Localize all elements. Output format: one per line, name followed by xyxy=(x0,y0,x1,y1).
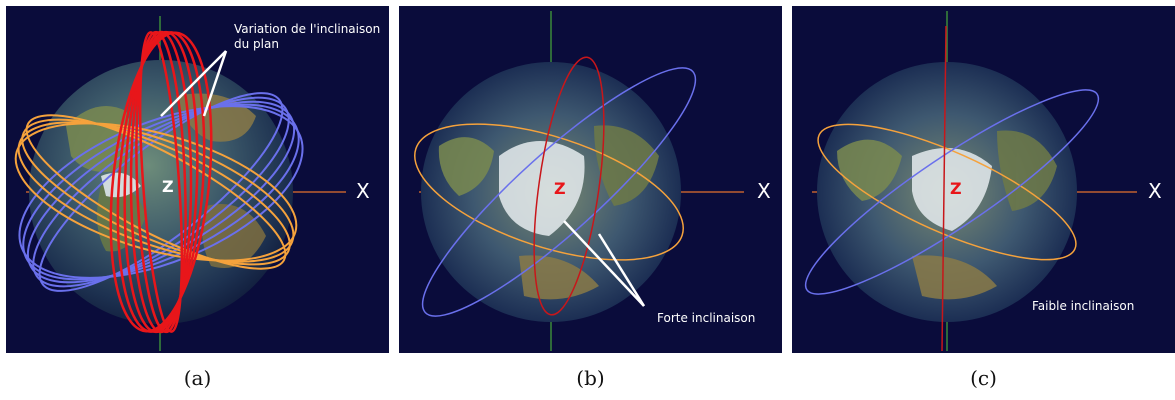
red-orbit xyxy=(941,25,947,352)
x-axis-label: X xyxy=(1148,179,1162,203)
caption-c: (c) xyxy=(970,366,997,390)
panel-a-earth-orbits: Variation de l'inclinaison du plan Z X xyxy=(6,6,389,353)
z-axis-label: Z xyxy=(162,177,174,196)
annotation-text: Faible inclinaison xyxy=(1032,299,1134,313)
panel-b-earth-orbits: Forte inclinaison Z X xyxy=(399,6,782,353)
caption-b: (b) xyxy=(576,366,605,390)
annotation-pointer-line xyxy=(202,50,228,117)
z-axis-label: Z xyxy=(950,179,962,198)
blue-orbit xyxy=(804,89,1100,295)
caption-a: (a) xyxy=(183,366,212,390)
orange-orbit xyxy=(817,123,1077,261)
panel-a-scene: Variation de l'inclinaison du plan Z X xyxy=(14,16,380,351)
annotation-text-line2: du plan xyxy=(234,37,279,51)
orange-orbit xyxy=(414,123,684,261)
red-orbit xyxy=(533,56,605,316)
panel-c-earth-orbits: Faible inclinaison Z X xyxy=(792,6,1175,353)
blue-orbit xyxy=(421,67,697,317)
annotation-text-line1: Variation de l'inclinaison xyxy=(234,22,380,36)
annotation-pointer-line xyxy=(597,233,646,307)
annotation-text: Forte inclinaison xyxy=(657,311,755,325)
annotation-pointer-line xyxy=(160,50,227,117)
z-axis-label: Z xyxy=(554,179,566,198)
earth-globe xyxy=(29,60,293,324)
panel-c-scene: Faible inclinaison Z X xyxy=(804,11,1162,352)
orange-orbit-group xyxy=(14,114,298,270)
red-orbit-group xyxy=(109,30,213,334)
x-axis-label: X xyxy=(356,179,370,203)
annotation-pointer-line xyxy=(563,220,645,307)
panel-b-scene: Forte inclinaison Z X xyxy=(414,11,771,351)
x-axis-label: X xyxy=(757,179,771,203)
continent-shapes xyxy=(837,130,1057,300)
